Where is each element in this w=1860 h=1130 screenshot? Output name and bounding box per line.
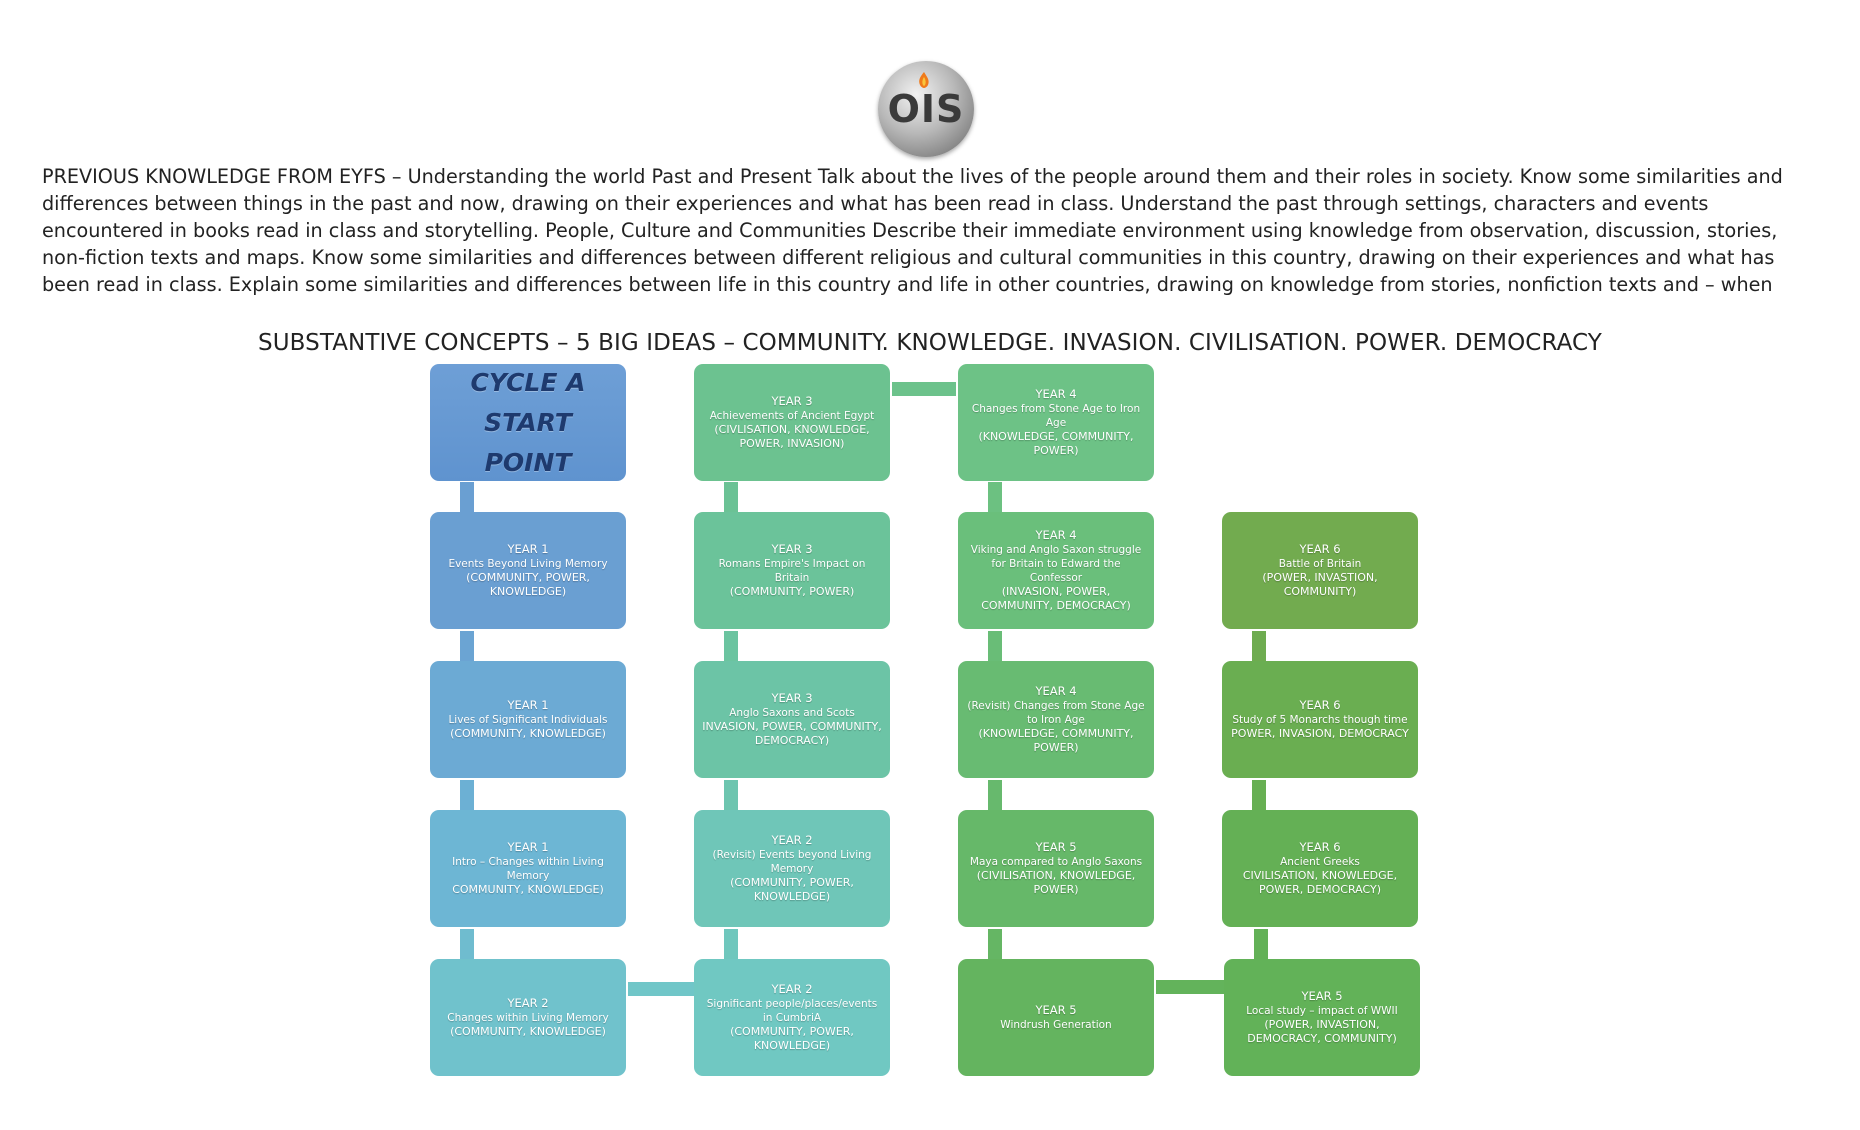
connector [724, 482, 738, 512]
previous-knowledge-paragraph: PREVIOUS KNOWLEDGE FROM EYFS – Understan… [42, 165, 1783, 296]
node-concepts: (COMMUNITY, POWER, KNOWLEDGE) [466, 571, 590, 598]
connector [988, 631, 1002, 661]
connector [988, 482, 1002, 512]
node-year6-battle-of-britain: YEAR 6 Battle of Britain (POWER, INVASTI… [1222, 512, 1418, 629]
node-year: YEAR 6 [1299, 840, 1341, 854]
connector [460, 482, 474, 512]
node-year3-romans: YEAR 3 Romans Empire's Impact on Britain… [694, 512, 890, 629]
node-year: YEAR 5 [1301, 989, 1343, 1003]
node-concepts: (COMMUNITY, POWER) [729, 585, 855, 598]
node-concepts: CIVILISATION, KNOWLEDGE, POWER, DEMOCRAC… [1242, 869, 1398, 896]
ois-logo: OIS [878, 61, 974, 157]
node-year1-lives: YEAR 1 Lives of Significant Individuals … [430, 661, 626, 778]
node-title: Battle of Britain [1278, 558, 1362, 570]
node-concepts: (COMMUNITY, KNOWLEDGE) [450, 727, 606, 740]
connector [460, 631, 474, 661]
connector [724, 929, 738, 959]
node-year: YEAR 4 [1035, 684, 1077, 698]
cycle-a-start-node: CYCLE A START POINT [430, 364, 626, 481]
node-year2-changes: YEAR 2 Changes within Living Memory (COM… [430, 959, 626, 1076]
node-concepts: (COMMUNITY, KNOWLEDGE) [450, 1025, 606, 1038]
node-concepts: (COMMUNITY, POWER, KNOWLEDGE) [730, 876, 854, 903]
start-line2: START POINT [484, 407, 572, 477]
node-year2-revisit: YEAR 2 (Revisit) Events beyond Living Me… [694, 810, 890, 927]
node-title: Achievements of Ancient Egypt [709, 410, 875, 422]
node-concepts: COMMUNITY, KNOWLEDGE) [452, 883, 604, 896]
node-concepts: (INVASION, POWER, COMMUNITY, DEMOCRACY) [981, 585, 1131, 612]
node-title: Changes from Stone Age to Iron Age [971, 403, 1141, 429]
node-year5-maya: YEAR 5 Maya compared to Anglo Saxons (CI… [958, 810, 1154, 927]
node-year: YEAR 4 [1035, 528, 1077, 542]
node-year2-cumbria: YEAR 2 Significant people/places/events … [694, 959, 890, 1076]
node-year4-vikings: YEAR 4 Viking and Anglo Saxon struggle f… [958, 512, 1154, 629]
node-year: YEAR 1 [507, 840, 549, 854]
node-title: Maya compared to Anglo Saxons [969, 856, 1143, 868]
node-year: YEAR 5 [1035, 1003, 1077, 1017]
node-year6-greeks: YEAR 6 Ancient Greeks CIVILISATION, KNOW… [1222, 810, 1418, 927]
connector [724, 631, 738, 661]
node-title: Ancient Greeks [1280, 856, 1360, 868]
node-title: Lives of Significant Individuals [448, 714, 608, 726]
node-year5-windrush: YEAR 5 Windrush Generation [958, 959, 1154, 1076]
node-year3-anglo-saxons: YEAR 3 Anglo Saxons and Scots INVASION, … [694, 661, 890, 778]
node-year5-wwii: YEAR 5 Local study – impact of WWII (POW… [1224, 959, 1420, 1076]
node-title: Intro – Changes within Living Memory [452, 856, 604, 882]
connector [1252, 631, 1266, 661]
node-year1-events: YEAR 1 Events Beyond Living Memory (COMM… [430, 512, 626, 629]
connector [460, 780, 474, 810]
start-line1: CYCLE A [470, 367, 586, 397]
node-year3-egypt: YEAR 3 Achievements of Ancient Egypt (CI… [694, 364, 890, 481]
node-title: Windrush Generation [1000, 1019, 1112, 1031]
connector [988, 780, 1002, 810]
node-title: Events Beyond Living Memory [448, 558, 608, 570]
node-title: Study of 5 Monarchs though time [1232, 714, 1408, 726]
node-title: Changes within Living Memory [447, 1012, 609, 1024]
connector [892, 382, 956, 396]
connector [988, 929, 1002, 959]
node-year: YEAR 2 [771, 833, 813, 847]
node-year: YEAR 4 [1035, 387, 1077, 401]
node-concepts: (KNOWLEDGE, COMMUNITY, POWER) [978, 430, 1134, 457]
node-year: YEAR 1 [507, 698, 549, 712]
node-concepts: (CIVLISATION, KNOWLEDGE, POWER, INVASION… [714, 423, 870, 450]
node-year: YEAR 6 [1299, 698, 1341, 712]
node-year6-monarchs: YEAR 6 Study of 5 Monarchs though time P… [1222, 661, 1418, 778]
node-year: YEAR 6 [1299, 542, 1341, 556]
node-title: Significant people/places/events in Cumb… [706, 998, 878, 1024]
node-title: (Revisit) Events beyond Living Memory [712, 849, 872, 875]
connector [628, 982, 694, 996]
node-title: Viking and Anglo Saxon struggle for Brit… [970, 544, 1142, 584]
node-year1-intro: YEAR 1 Intro – Changes within Living Mem… [430, 810, 626, 927]
logo-text: OIS [887, 87, 965, 131]
node-year: YEAR 2 [507, 996, 549, 1010]
node-title: Romans Empire's Impact on Britain [718, 558, 866, 584]
node-title: (Revisit) Changes from Stone Age to Iron… [967, 700, 1145, 726]
node-title: Local study – impact of WWII [1246, 1005, 1398, 1017]
node-year: YEAR 5 [1035, 840, 1077, 854]
node-concepts: INVASION, POWER, COMMUNITY, DEMOCRACY) [702, 720, 882, 747]
connector [724, 780, 738, 810]
node-year4-stone-age: YEAR 4 Changes from Stone Age to Iron Ag… [958, 364, 1154, 481]
connector [1254, 929, 1268, 959]
node-year: YEAR 3 [771, 394, 813, 408]
connector [1156, 980, 1224, 994]
torch-flame-icon [919, 72, 929, 88]
node-title: Anglo Saxons and Scots [729, 707, 855, 719]
node-concepts: (POWER, INVASTION, COMMUNITY) [1262, 571, 1378, 598]
connector [460, 929, 474, 959]
node-concepts: (KNOWLEDGE, COMMUNITY, POWER) [978, 727, 1134, 754]
substantive-concepts-heading: SUBSTANTIVE CONCEPTS – 5 BIG IDEAS – COM… [258, 330, 1602, 356]
node-concepts: (COMMUNITY, POWER, KNOWLEDGE) [730, 1025, 854, 1052]
node-year: YEAR 3 [771, 542, 813, 556]
node-year4-revisit: YEAR 4 (Revisit) Changes from Stone Age … [958, 661, 1154, 778]
node-concepts: POWER, INVASION, DEMOCRACY [1231, 727, 1409, 740]
node-concepts: (POWER, INVASTION, DEMOCRACY, COMMUNITY) [1247, 1018, 1397, 1045]
connector [1252, 780, 1266, 810]
node-year: YEAR 2 [771, 982, 813, 996]
node-concepts: (CIVILISATION, KNOWLEDGE, POWER) [976, 869, 1136, 896]
node-year: YEAR 1 [507, 542, 549, 556]
node-year: YEAR 3 [771, 691, 813, 705]
